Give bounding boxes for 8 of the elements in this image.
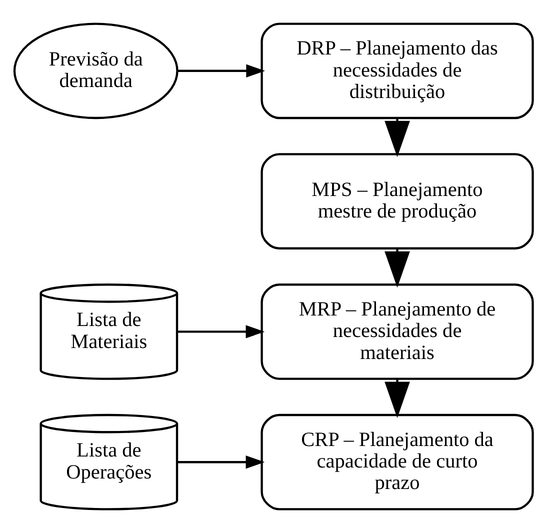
arrow — [178, 64, 266, 77]
node-box: MPS – Planejamento mestre de produção — [260, 152, 534, 249]
node-box: CRP – Planejamento da capacidade de curto prazo — [260, 413, 534, 510]
arrow — [177, 455, 265, 468]
node-ellipse: Previsão da demanda — [13, 22, 178, 119]
arrow — [177, 324, 265, 338]
node-box: MRP – Planejamento de necessidades de materiais — [260, 283, 534, 380]
node-box: DRP – Planejamento das necessidades de distribuição — [260, 22, 534, 119]
